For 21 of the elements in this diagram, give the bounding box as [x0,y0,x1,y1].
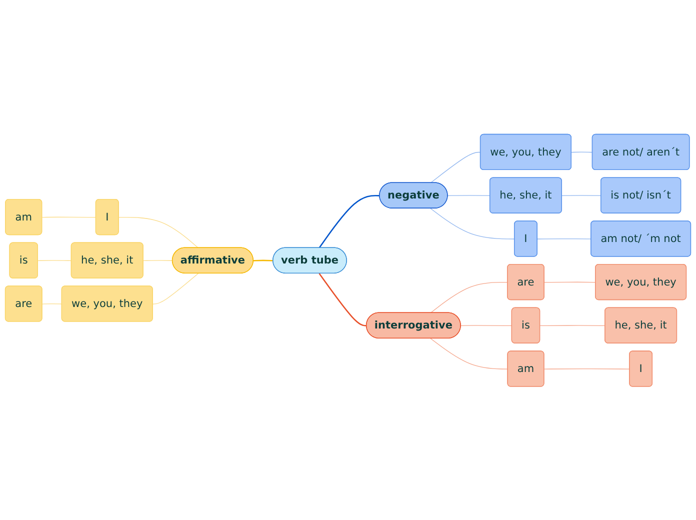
connector [42,303,62,304]
connector [253,259,274,261]
connector [152,272,199,304]
connector [430,282,508,313]
connector [562,194,602,196]
connector [430,152,481,183]
connector [544,368,630,370]
connector [318,272,367,326]
connector [38,260,72,261]
connector [430,338,508,370]
connector [571,151,593,152]
connector [544,281,596,282]
connector [143,260,173,261]
connector [537,238,592,239]
connector [447,194,490,196]
connector [430,208,515,239]
connector [540,324,606,326]
connector [118,216,199,248]
connector [318,194,380,248]
connector [460,324,512,326]
connector [42,216,96,218]
